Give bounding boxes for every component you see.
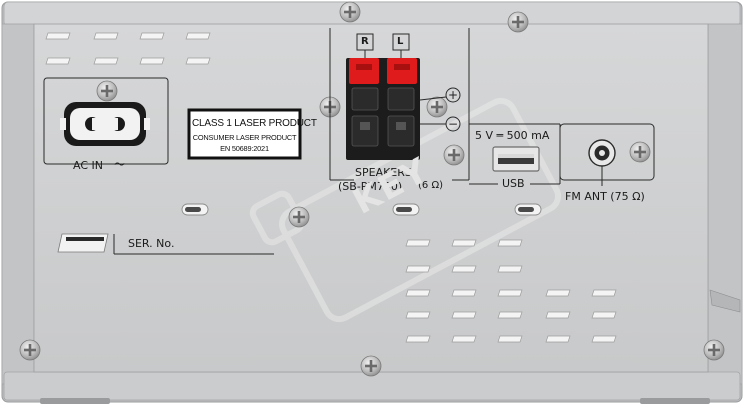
laser-label-frame <box>187 108 302 160</box>
speaker-terminal-r-negative <box>351 115 379 147</box>
laser-label-line-2: CONSUMER LASER PRODUCT <box>192 133 297 142</box>
usb-label: USB <box>502 177 525 190</box>
speaker-terminal-l-positive <box>387 58 417 84</box>
terminal-l-label: L <box>397 36 404 47</box>
ac-in-label: AC IN <box>73 159 103 172</box>
laser-label-line-1: CLASS 1 LASER PRODUCT <box>192 118 317 129</box>
usb-section <box>469 123 561 185</box>
speakers-section <box>329 28 470 181</box>
ac-inlet-section <box>43 77 169 165</box>
speakers-label: SPEAKERS <box>355 166 412 179</box>
fm-antenna-section <box>559 123 655 186</box>
serial-number-label: SER. No. <box>128 237 175 250</box>
usb-rating-label: 5 V ═ 500 mA <box>475 129 550 142</box>
speakers-model-label: (SB-PM700) <box>338 180 403 193</box>
ac-tilde-symbol: ～ <box>114 158 125 171</box>
terminal-r-label: R <box>361 36 369 47</box>
speaker-terminal-r-positive <box>349 58 379 84</box>
speaker-terminal-l-negative <box>387 115 415 147</box>
speakers-impedance-label: (6 Ω) <box>418 180 443 191</box>
serial-number-area <box>57 233 274 255</box>
fm-antenna-label: FM ANT (75 Ω) <box>565 190 645 203</box>
plus-symbol: + <box>447 88 459 102</box>
laser-label-line-3: EN 50689:2021 <box>220 144 269 153</box>
minus-symbol: − <box>447 117 459 131</box>
